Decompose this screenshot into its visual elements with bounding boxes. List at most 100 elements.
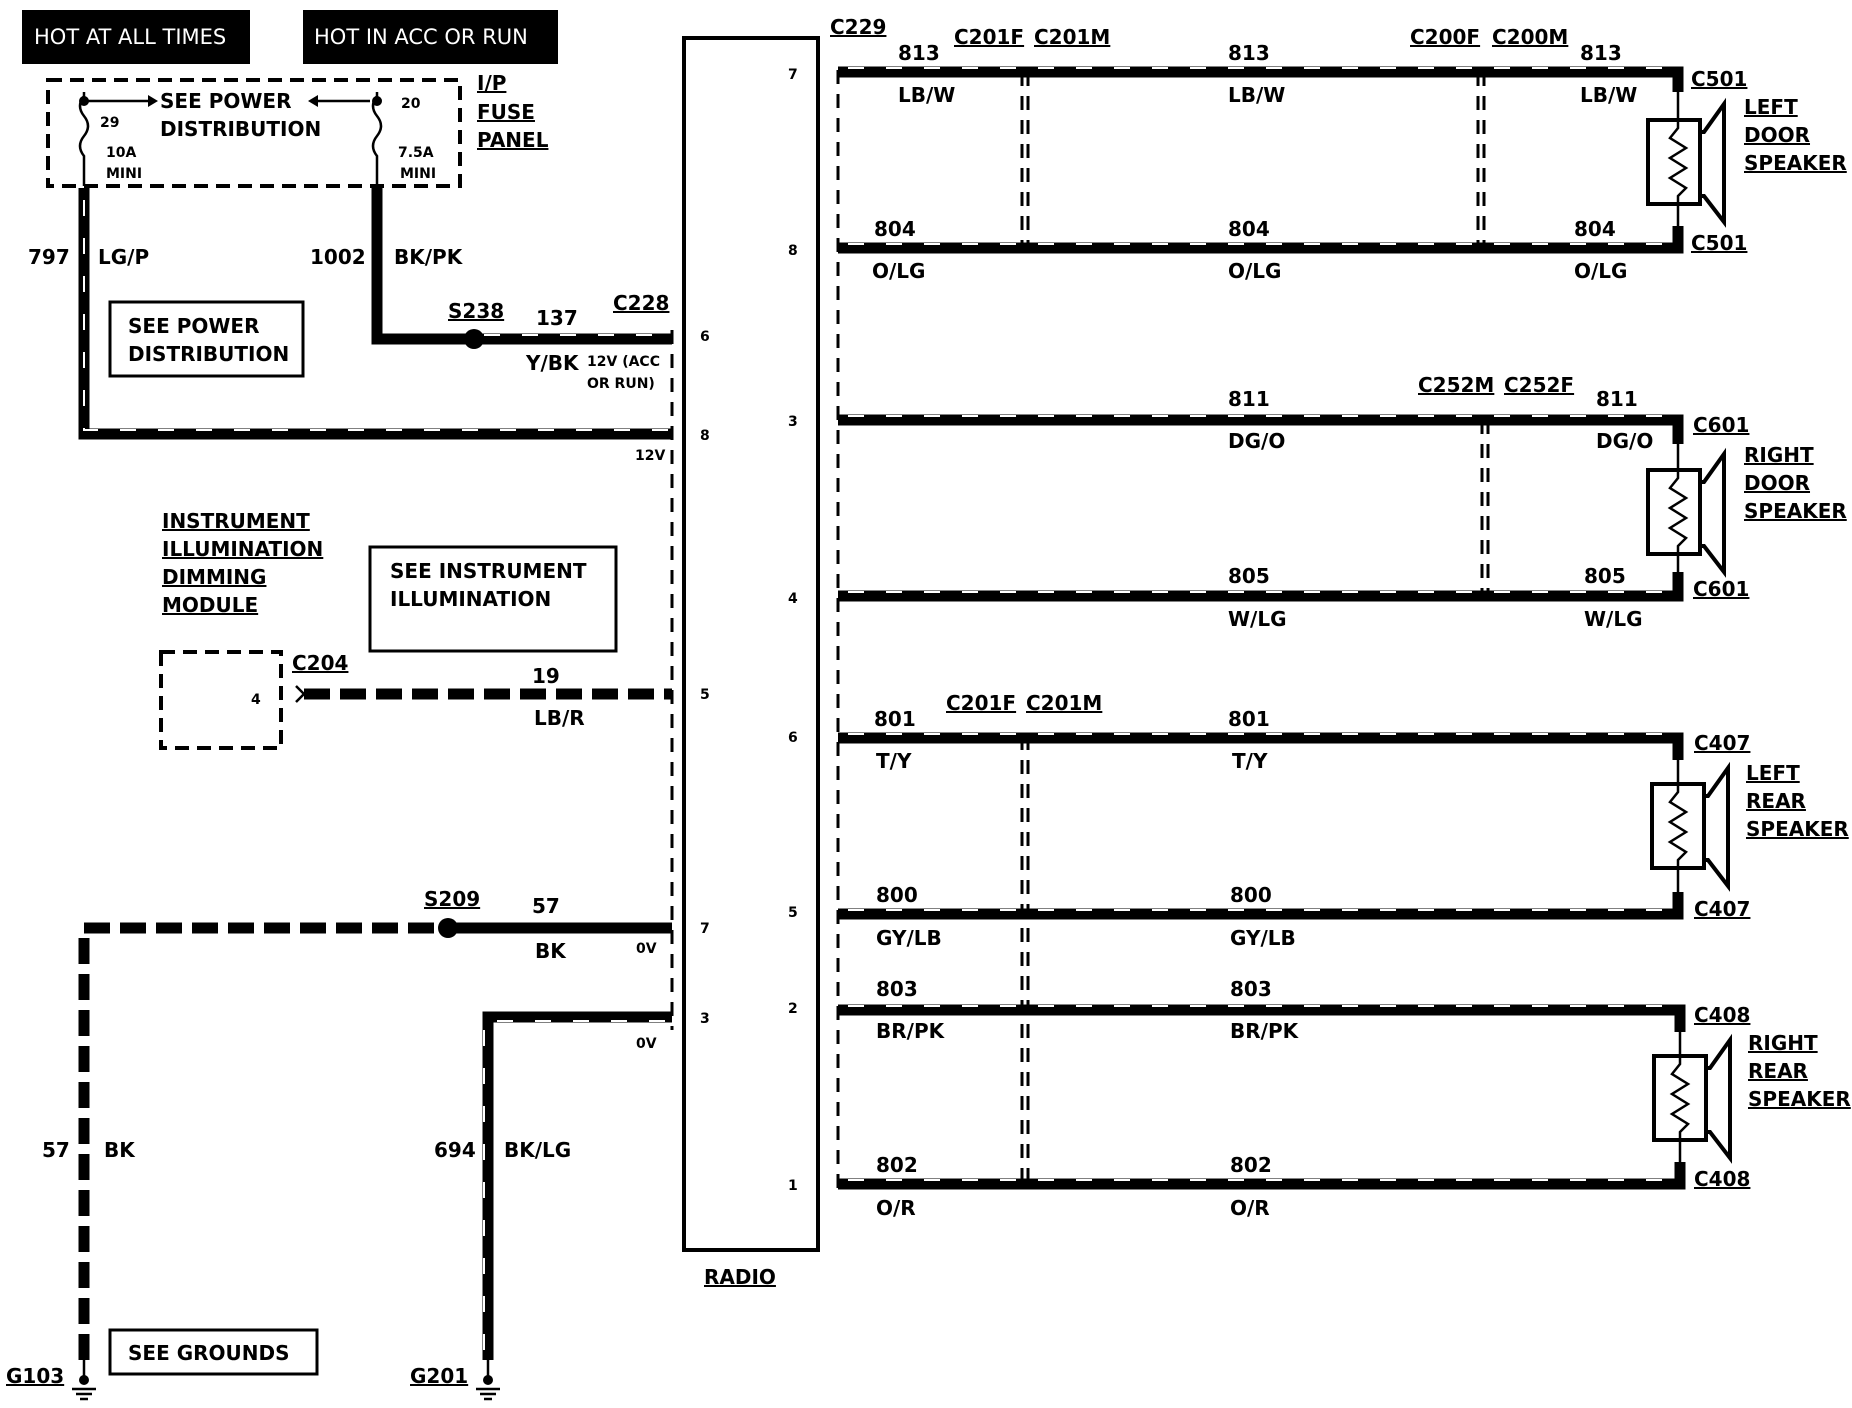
- svg-text:DG/O: DG/O: [1596, 429, 1653, 453]
- svg-text:0V: 0V: [636, 941, 657, 957]
- svg-text:RIGHT: RIGHT: [1748, 1031, 1818, 1055]
- svg-text:29: 29: [100, 115, 119, 131]
- svg-text:MINI: MINI: [106, 166, 142, 182]
- svg-text:0V: 0V: [636, 1036, 657, 1052]
- svg-text:797: 797: [28, 245, 70, 269]
- svg-text:BR/PK: BR/PK: [1230, 1019, 1300, 1043]
- svg-text:20: 20: [401, 96, 421, 112]
- svg-text:57: 57: [42, 1138, 70, 1162]
- svg-text:ILLUMINATION: ILLUMINATION: [162, 537, 323, 561]
- svg-text:8: 8: [700, 428, 710, 444]
- svg-text:SPEAKER: SPEAKER: [1746, 817, 1849, 841]
- svg-text:I/P: I/P: [477, 71, 506, 95]
- svg-text:PANEL: PANEL: [477, 128, 549, 152]
- svg-text:S238: S238: [448, 299, 504, 323]
- svg-text:4: 4: [788, 591, 798, 607]
- svg-text:DOOR: DOOR: [1744, 471, 1810, 495]
- wire-797: 797 LG/P: [28, 188, 672, 440]
- svg-text:LB/W: LB/W: [1228, 83, 1285, 107]
- svg-text:6: 6: [788, 730, 798, 746]
- svg-text:SPEAKER: SPEAKER: [1744, 499, 1847, 523]
- svg-text:C601: C601: [1693, 577, 1749, 601]
- svg-text:C601: C601: [1693, 413, 1749, 437]
- svg-text:G201: G201: [410, 1364, 468, 1388]
- wire-57: 57 BK 57 BK 0V: [42, 894, 672, 1360]
- svg-text:C408: C408: [1694, 1003, 1750, 1027]
- wire-694: 694 BK/LG 0V: [434, 1011, 672, 1360]
- svg-text:C201F: C201F: [946, 691, 1016, 715]
- svg-text:57: 57: [532, 894, 560, 918]
- svg-text:O/LG: O/LG: [1228, 259, 1281, 283]
- svg-text:BK/PK: BK/PK: [394, 245, 464, 269]
- svg-text:801: 801: [1228, 707, 1270, 731]
- svg-text:137: 137: [536, 306, 578, 330]
- svg-text:802: 802: [876, 1153, 918, 1177]
- svg-text:803: 803: [1230, 977, 1272, 1001]
- see-instrument-illumination-box: SEE INSTRUMENT ILLUMINATION: [368, 545, 618, 653]
- right-rear-speaker: C408 C408 RIGHT REAR SPEAKER: [1652, 1003, 1851, 1191]
- svg-text:RADIO: RADIO: [704, 1265, 776, 1289]
- svg-text:6: 6: [700, 329, 710, 345]
- svg-text:8: 8: [788, 243, 798, 259]
- ground-g103: G103: [6, 1360, 96, 1401]
- svg-text:SPEAKER: SPEAKER: [1744, 151, 1847, 175]
- svg-text:805: 805: [1228, 564, 1270, 588]
- svg-text:LEFT: LEFT: [1744, 95, 1798, 119]
- svg-text:801: 801: [874, 707, 916, 731]
- svg-text:SEE GROUNDS: SEE GROUNDS: [128, 1341, 290, 1365]
- see-power-distribution-box: SEE POWER DISTRIBUTION: [108, 300, 305, 378]
- left-rear-speaker: C407 C407 LEFT REAR SPEAKER: [1650, 731, 1849, 921]
- speaker-wire-813: 813 LB/W 813 LB/W 813 LB/W: [838, 41, 1684, 107]
- wire-19: 19 LB/R: [304, 664, 672, 730]
- svg-text:C201M: C201M: [1026, 691, 1102, 715]
- svg-text:5: 5: [700, 687, 710, 703]
- svg-text:5: 5: [788, 905, 798, 921]
- svg-text:C252M: C252M: [1418, 373, 1494, 397]
- svg-text:BK: BK: [535, 939, 567, 963]
- svg-text:SEE INSTRUMENT: SEE INSTRUMENT: [390, 559, 587, 583]
- svg-text:FUSE: FUSE: [477, 100, 535, 124]
- svg-text:T/Y: T/Y: [1232, 749, 1268, 773]
- svg-text:3: 3: [788, 414, 798, 430]
- see-grounds-box: SEE GROUNDS: [108, 1328, 319, 1376]
- svg-text:C200M: C200M: [1492, 25, 1568, 49]
- svg-text:DG/O: DG/O: [1228, 429, 1285, 453]
- svg-text:10A: 10A: [106, 145, 136, 161]
- ground-g201: G201: [410, 1360, 500, 1401]
- svg-text:4: 4: [251, 692, 261, 708]
- svg-text:ILLUMINATION: ILLUMINATION: [390, 587, 551, 611]
- svg-text:SEE POWER: SEE POWER: [160, 89, 291, 113]
- svg-text:HOT AT ALL TIMES: HOT AT ALL TIMES: [34, 25, 226, 49]
- splice-s209: S209: [424, 887, 480, 938]
- svg-text:C201M: C201M: [1034, 25, 1110, 49]
- fuse-panel: SEE POWER DISTRIBUTION I/P FUSE PANEL 29…: [46, 71, 549, 188]
- svg-text:2: 2: [788, 1001, 798, 1017]
- svg-text:804: 804: [1574, 217, 1616, 241]
- svg-text:811: 811: [1228, 387, 1270, 411]
- svg-text:SPEAKER: SPEAKER: [1748, 1087, 1851, 1111]
- svg-text:804: 804: [874, 217, 916, 241]
- svg-text:800: 800: [1230, 883, 1272, 907]
- svg-text:C200F: C200F: [1410, 25, 1480, 49]
- svg-text:O/LG: O/LG: [1574, 259, 1627, 283]
- wire-137: 137 Y/BK 12V (ACC OR RUN) C228 12V: [474, 291, 672, 464]
- svg-text:O/R: O/R: [876, 1196, 916, 1220]
- svg-text:C407: C407: [1694, 731, 1750, 755]
- speaker-wire-800: 800 GY/LB 800 GY/LB: [838, 883, 1684, 950]
- svg-text:INSTRUMENT: INSTRUMENT: [162, 509, 310, 533]
- svg-text:MODULE: MODULE: [162, 593, 258, 617]
- speaker-wire-802: 802 O/R 802 O/R: [838, 1153, 1686, 1220]
- svg-text:O/R: O/R: [1230, 1196, 1270, 1220]
- radio-unit: RADIO 6 8 5 7 3 7 8 3 4 6 5 2 1: [682, 36, 820, 1289]
- speaker-wire-801: 801 T/Y 801 T/Y: [838, 707, 1684, 773]
- svg-text:W/LG: W/LG: [1584, 607, 1643, 631]
- svg-text:1: 1: [788, 1178, 798, 1194]
- svg-text:1002: 1002: [310, 245, 366, 269]
- svg-text:REAR: REAR: [1746, 789, 1806, 813]
- svg-text:W/LG: W/LG: [1228, 607, 1287, 631]
- svg-text:C501: C501: [1691, 231, 1747, 255]
- svg-text:OR RUN): OR RUN): [587, 376, 655, 392]
- svg-text:804: 804: [1228, 217, 1270, 241]
- svg-text:802: 802: [1230, 1153, 1272, 1177]
